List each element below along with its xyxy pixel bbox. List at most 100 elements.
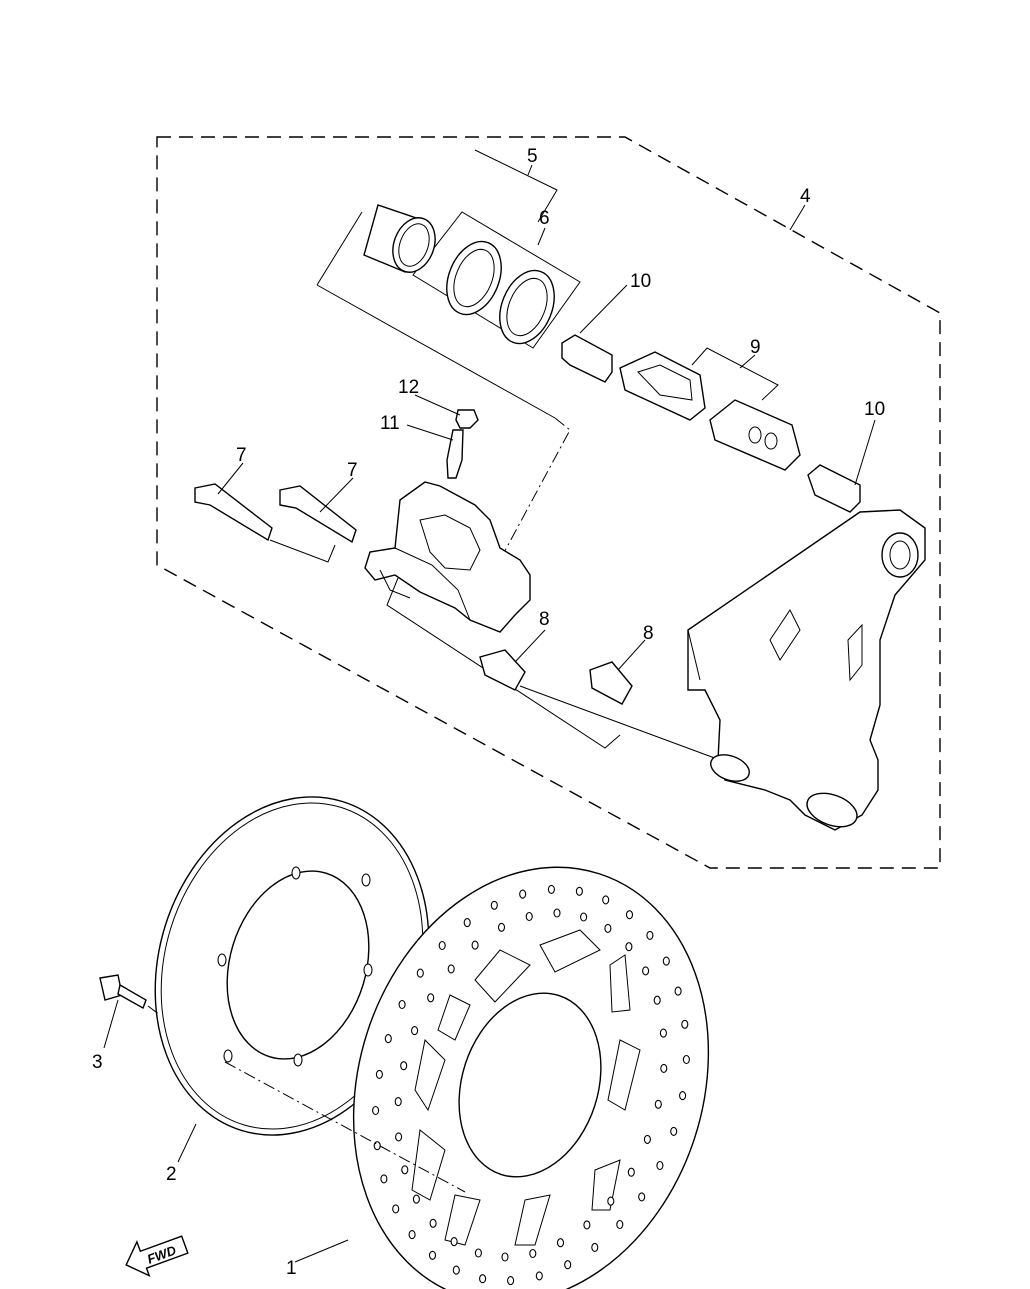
disc-drill-hole [429,1218,437,1228]
disc-drill-hole [556,1238,565,1248]
callout-6: 6 [539,208,550,229]
piston [363,204,436,273]
pad-shim-left [561,334,613,383]
disc-drill-hole [660,1063,668,1073]
callout-2: 2 [166,1164,177,1185]
disc-drill-hole [625,910,634,920]
disc-drill-hole [656,1160,664,1171]
callout-8-right: 8 [643,623,654,644]
piston-seal-pair [446,240,555,345]
disc-drill-hole [490,900,498,910]
brake-pad-left [619,351,706,421]
disc-drill-hole [416,968,424,978]
disc-drill-hole [375,1069,383,1079]
callout-10-right: 10 [864,399,885,420]
callout-7-right: 7 [347,460,358,481]
disc-drill-hole [427,993,435,1003]
caliper-bracket [687,509,926,831]
brake-disc-plain [154,796,430,1136]
disc-drill-hole [564,1260,572,1270]
callout-8-left: 8 [539,609,550,630]
disc-drill-hole [575,886,583,896]
dust-boot-left [479,649,526,691]
disc-drill-hole [659,1028,667,1038]
caliper-body [364,481,531,633]
bleed-screw [446,429,464,479]
disc-drill-hole [642,966,650,976]
disc-drill-hole [428,1250,437,1260]
callout-9: 9 [750,337,761,358]
disc-drill-hole [392,1204,400,1214]
disc-drill-hole [497,922,506,932]
disc-drill-hole [604,923,612,933]
disc-drill-hole [646,930,654,940]
disc-drill-hole [447,964,455,974]
disc-drill-hole [395,1132,403,1142]
disc-drill-hole [627,1167,635,1177]
disc-drill-hole [607,1196,615,1206]
disc-drill-hole [535,1271,543,1281]
disc-drill-hole [411,1026,419,1036]
disc-drill-hole [616,1219,624,1230]
callout-1: 1 [286,1258,297,1279]
disc-drill-hole [654,1099,662,1109]
callout-labels: 1 2 3 4 5 6 10 9 10 12 11 7 7 8 8 [92,146,885,1279]
disc-vents [411,929,641,1246]
disc-drill-hole [479,1274,487,1284]
bleed-cap [455,409,479,429]
disc-drill-hole [471,940,479,950]
disc-drill-hole [380,1174,388,1184]
disc-drill-hole [408,1230,416,1240]
disc-drill-hole [591,1242,599,1252]
disc-drill-hole [625,942,633,952]
disc-drill-hole [450,1237,458,1247]
callout-4: 4 [800,186,811,207]
brake-pad-right [709,399,801,471]
disc-drill-hole [583,1220,591,1230]
disc-drill-hole [653,995,661,1005]
disc-drill-hole [529,1248,537,1259]
disc-drill-hole [674,986,682,996]
leader-lines [103,164,876,1263]
disc-drill-hole [682,1054,690,1065]
callout-5: 5 [527,146,538,167]
disc-drill-hole [681,1019,689,1029]
disc-drill-hole [525,911,533,922]
disc-drill-hole [474,1248,482,1258]
disc-drill-hole [398,999,406,1010]
disc-drill-hole [507,1276,515,1286]
callout-12: 12 [398,377,419,398]
disc-drill-hole [638,1192,646,1202]
disc-drill-hole [553,908,561,918]
disc-drill-hole [452,1265,460,1275]
disc-drill-hole [679,1091,687,1101]
slide-pins-group [194,483,357,563]
brake-disc-drilled [352,866,710,1289]
disc-drill-hole [547,884,555,894]
disc-drill-hole [501,1252,509,1262]
slide-pin-left [194,483,273,542]
disc-bolt [99,974,161,1016]
disc-drill-hole [602,895,610,905]
disc-drill-hole [412,1194,420,1204]
dust-boot-right [589,661,633,705]
disc-drill-hole [643,1134,651,1144]
piston-kit-group [316,149,581,561]
disc-drill-hole [438,940,446,951]
disc-drill-hole [519,889,527,899]
callout-10-top: 10 [630,271,651,292]
disc-drill-hole [463,918,471,928]
bleed-screw-group [446,409,479,479]
disc-drill-hole [580,912,588,922]
brake-pads-group [561,334,861,513]
fwd-arrow-icon: FWD [125,1235,189,1278]
disc-drill-hole [372,1105,380,1116]
disc-drill-hole [401,1165,409,1175]
callout-7-left: 7 [236,445,247,466]
disc-drill-hole [662,956,670,966]
caliper-assembly-boundary [156,136,941,869]
dust-boots-group [386,577,721,761]
callout-3: 3 [92,1052,103,1073]
callout-11: 11 [380,413,400,434]
